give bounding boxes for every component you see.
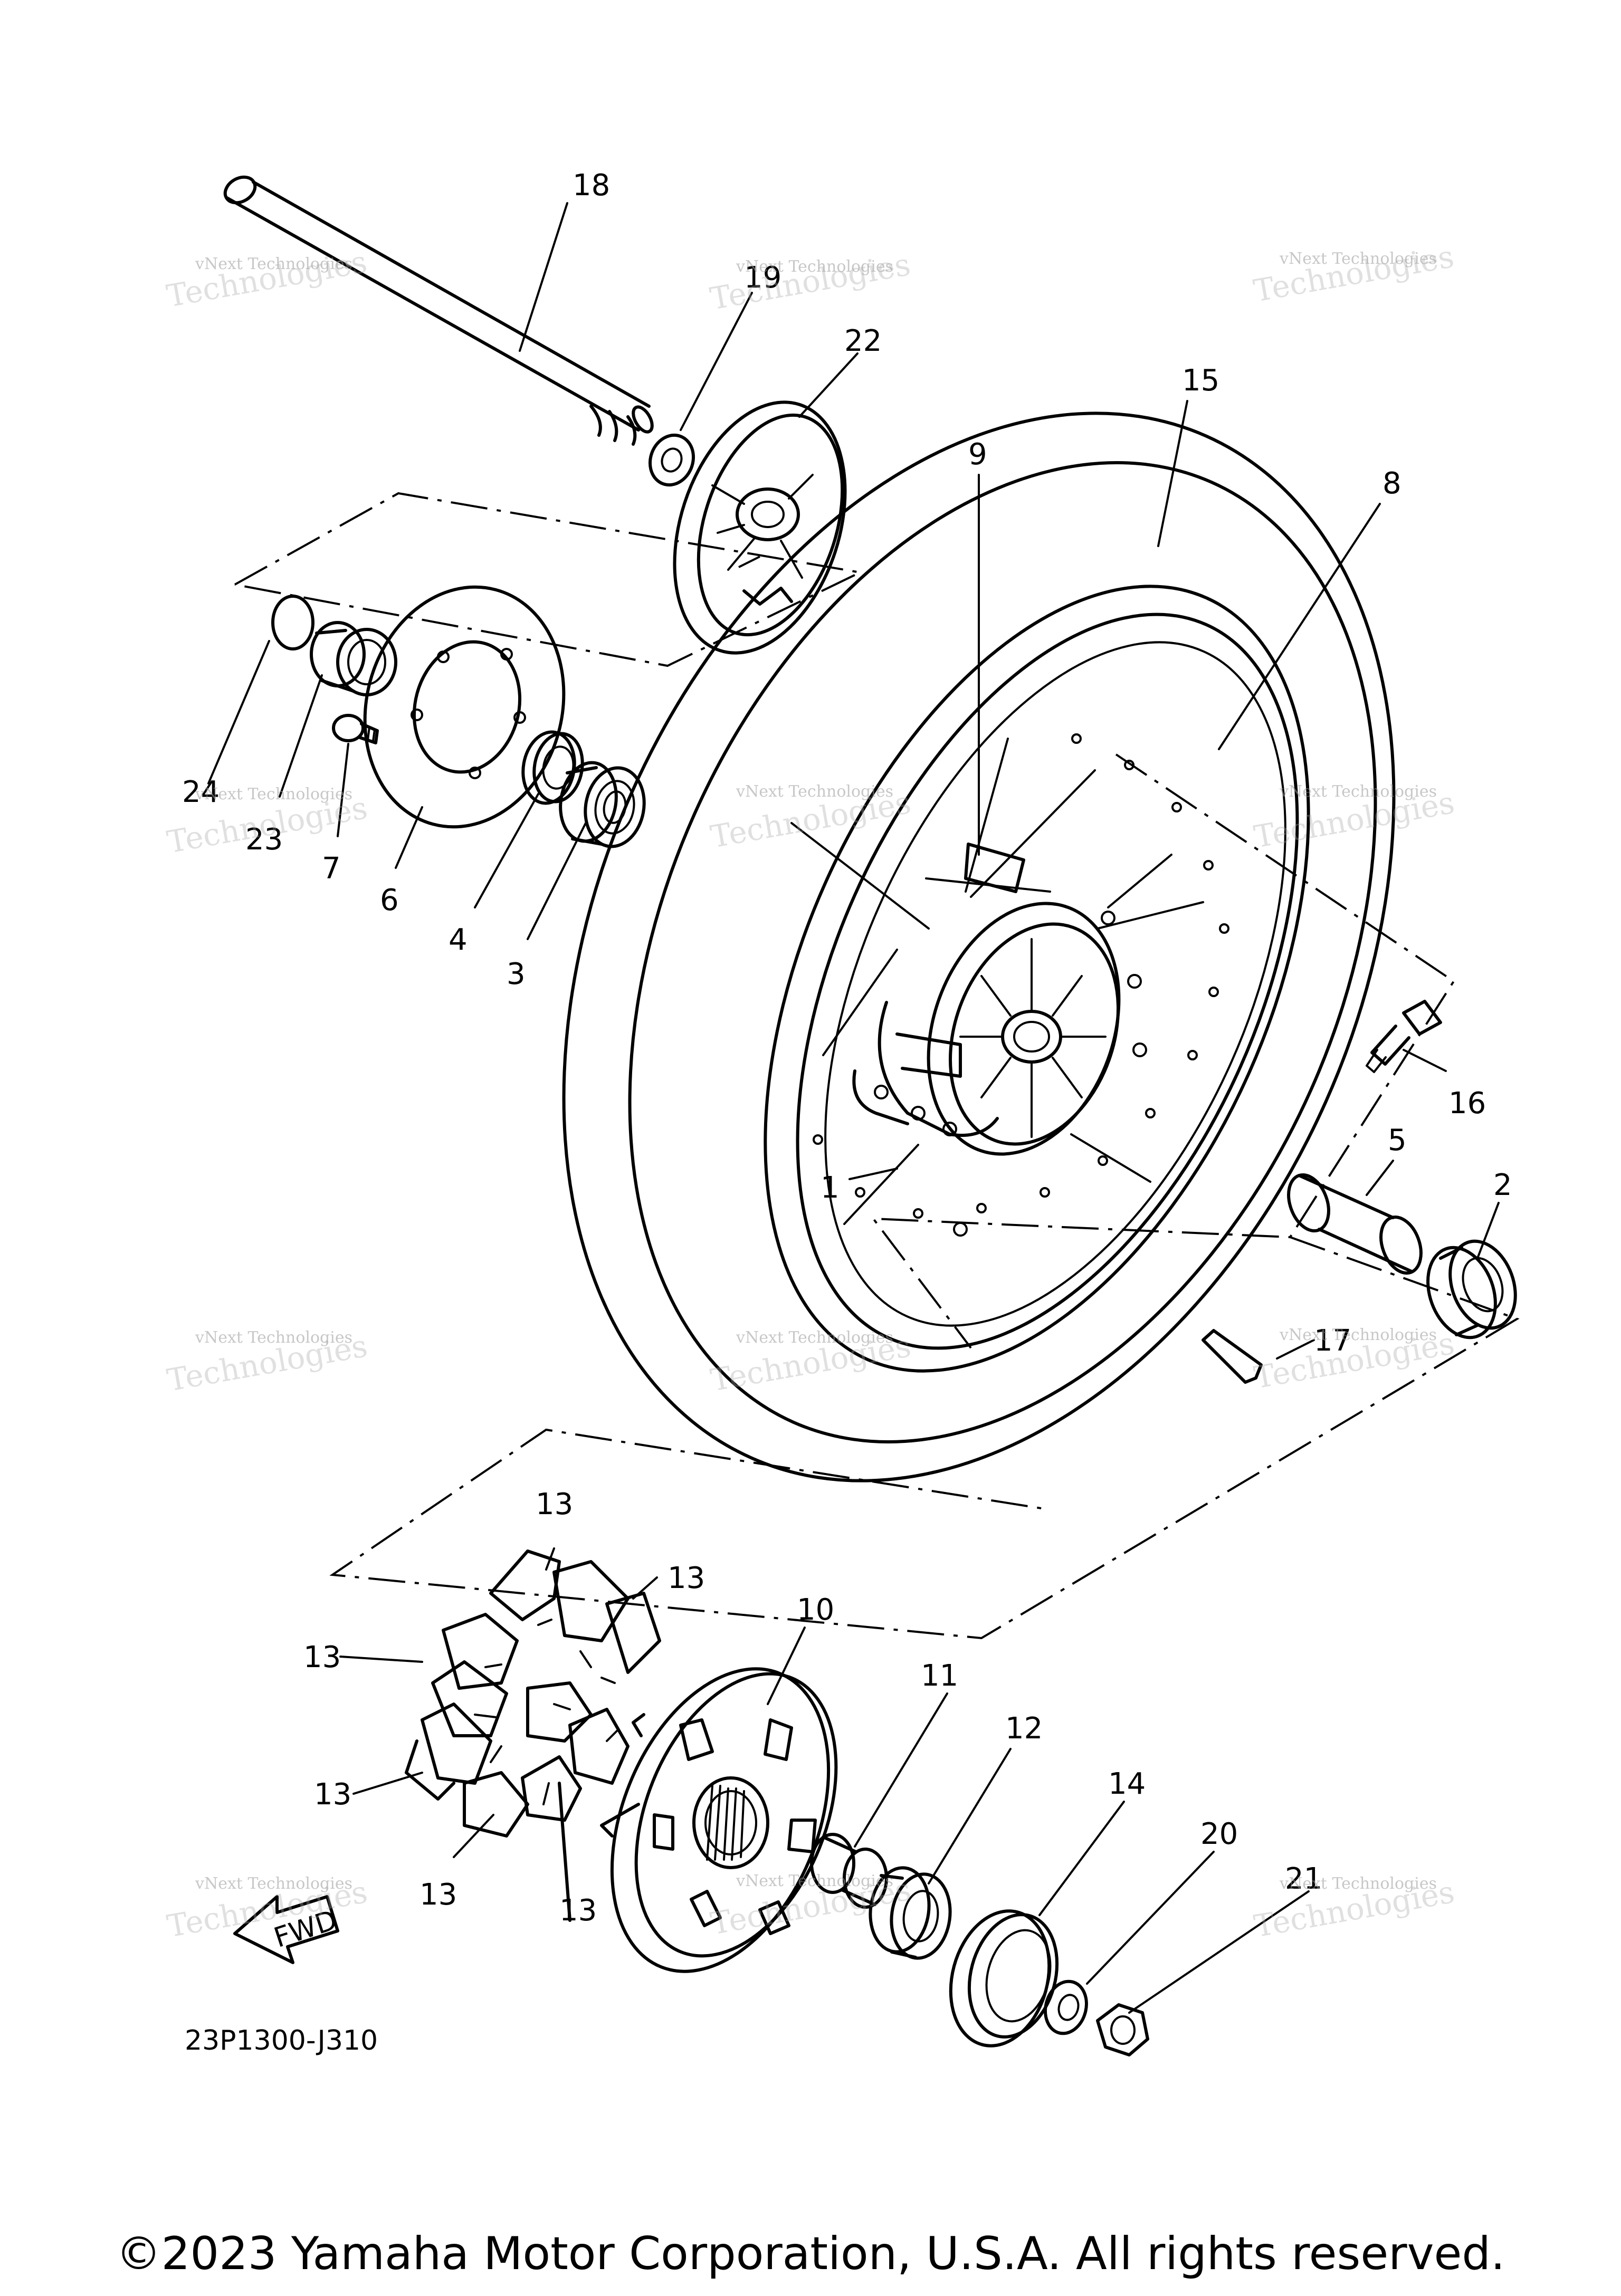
part-20-washer [1044, 1979, 1088, 2035]
label-23: 23 [245, 822, 283, 857]
part-9-spoke-set [925, 843, 1051, 893]
label-3: 3 [507, 957, 526, 991]
part-13-dampers [405, 1549, 661, 1922]
label-9: 9 [968, 437, 987, 472]
part-number-labels: 18 19 22 15 9 8 24 23 7 6 4 3 16 5 2 1 1… [182, 168, 1512, 1928]
label-2: 2 [1493, 1168, 1512, 1202]
part-24-o-ring [271, 595, 314, 650]
watermark: vNext Technologies [1279, 250, 1437, 268]
label-13-bottom: 13 [419, 1878, 457, 1912]
label-15: 15 [1182, 363, 1219, 398]
leader-lines [207, 202, 1500, 2014]
part-8-rim [764, 585, 1310, 1373]
part-16-valve [1366, 1000, 1442, 1073]
label-19: 19 [744, 261, 781, 295]
watermark: Technologies [708, 246, 913, 317]
label-22: 22 [844, 324, 882, 358]
watermark: vNext Technologies [736, 1872, 893, 1890]
watermark: vNext Technologies [736, 1328, 893, 1347]
label-17: 17 [1314, 1324, 1351, 1358]
label-13-lower-left: 13 [314, 1777, 351, 1812]
part-5-collar [1287, 1173, 1423, 1275]
part-19-washer [648, 433, 695, 487]
label-16: 16 [1448, 1086, 1486, 1121]
label-5: 5 [1388, 1123, 1407, 1157]
label-14: 14 [1108, 1767, 1146, 1801]
diagram-code: 23P1300-J310 [185, 2025, 378, 2056]
part-7-bolt [332, 714, 379, 744]
part-11-bearing [869, 1866, 952, 1960]
part-1-hub [790, 738, 1204, 1237]
part-14-oil-seal [949, 1909, 1059, 2048]
copyright-notice: ©2023 Yamaha Motor Corporation, U.S.A. A… [116, 2227, 1505, 2280]
watermark: vNext Technologies [1279, 1874, 1437, 1893]
part-18-axle [223, 175, 654, 446]
watermark: Technologies [1251, 238, 1457, 309]
watermark: vNext Technologies [736, 782, 893, 801]
label-11: 12 [1005, 1711, 1043, 1746]
label-10: 10 [797, 1593, 834, 1627]
part-3-bearing [559, 761, 646, 848]
label-6: 6 [380, 883, 399, 917]
label-1: 1 [821, 1171, 840, 1205]
watermark: vNext Technologies [1279, 1326, 1437, 1344]
label-13-right: 13 [668, 1561, 705, 1595]
watermark: vNext Technologies [1279, 782, 1437, 801]
watermark: vNext Technologies [195, 785, 352, 803]
hub-bolt-holes [874, 911, 1147, 1237]
part-21-nut [1096, 2003, 1149, 2056]
label-20: 20 [1200, 1817, 1238, 1851]
assembly-boundaries [234, 492, 1520, 1640]
part-17-balance-weight [1202, 1329, 1263, 1384]
label-24: 24 [182, 775, 220, 809]
watermark: Technologies [164, 244, 370, 314]
label-12: 11 [921, 1659, 958, 1693]
label-13-bottom-right: 13 [559, 1893, 597, 1928]
watermark: vNext Technologies [195, 255, 352, 273]
watermark: vNext Technologies [195, 1328, 352, 1347]
label-13-left: 13 [303, 1640, 341, 1675]
part-6-plate [363, 585, 566, 829]
part-2-bearing [1426, 1239, 1517, 1340]
label-18: 18 [573, 168, 610, 203]
label-13-top: 13 [536, 1487, 573, 1522]
label-8: 8 [1382, 466, 1401, 501]
label-4: 4 [449, 923, 468, 957]
part-10-sprocket-hub [600, 1667, 838, 1973]
watermark: vNext Technologies [195, 1874, 352, 1893]
watermark: vNext Technologies [736, 257, 893, 276]
label-7: 7 [322, 852, 341, 886]
part-23-collar [310, 621, 397, 696]
part-12-collar [810, 1833, 888, 1909]
label-21: 21 [1285, 1862, 1322, 1896]
part-15-tire [562, 412, 1396, 1482]
rim-spoke-holes [813, 733, 1229, 1219]
part-22-bracket [673, 400, 847, 655]
